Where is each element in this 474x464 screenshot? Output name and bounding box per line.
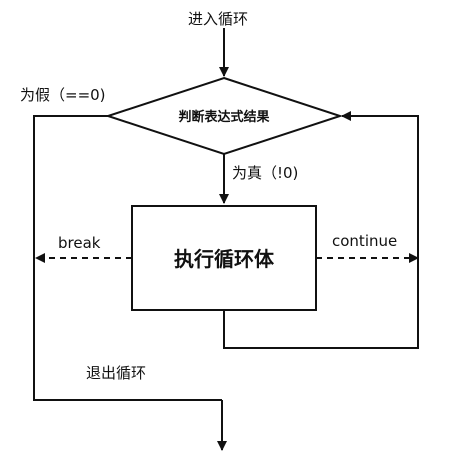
condition-label: 判断表达式结果 — [178, 109, 269, 125]
continue-label: continue — [332, 232, 397, 250]
enter-loop-label: 进入循环 — [188, 10, 248, 28]
break-label: break — [58, 234, 101, 252]
false-branch-line — [33, 115, 222, 401]
loop-back-line — [223, 111, 419, 349]
true-branch-label: 为真（!0) — [232, 164, 298, 182]
exit-loop-label: 退出循环 — [86, 364, 146, 382]
false-branch-label: 为假（==0) — [20, 86, 106, 104]
loop-body-label: 执行循环体 — [174, 247, 275, 271]
loop-body-box — [131, 205, 317, 311]
